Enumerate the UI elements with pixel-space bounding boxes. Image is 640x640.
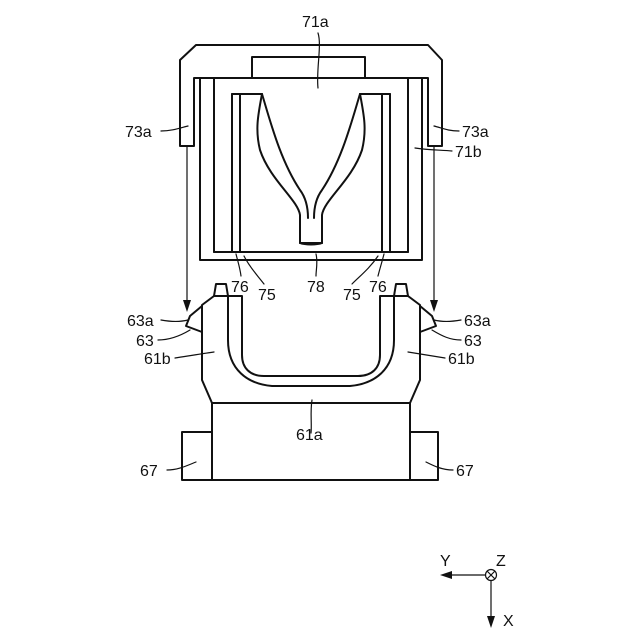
axis-indicator: Y Z X xyxy=(440,553,514,630)
cover-outer-outline xyxy=(180,45,442,146)
v-spring-left xyxy=(257,94,300,243)
top-tab xyxy=(252,57,365,78)
label-71a: 71a xyxy=(302,14,329,31)
axis-label-z: Z xyxy=(496,553,506,570)
label-63-left: 63 xyxy=(136,333,154,350)
axis-label-x: X xyxy=(503,613,514,630)
label-73a-left: 73a xyxy=(125,124,152,141)
label-61b-left: 61b xyxy=(144,351,171,368)
label-63a-right: 63a xyxy=(464,313,491,330)
inner-body-outline xyxy=(200,78,422,260)
label-61a: 61a xyxy=(296,427,323,444)
label-63a-left: 63a xyxy=(127,313,154,330)
label-76-right: 76 xyxy=(369,279,387,296)
axis-label-y: Y xyxy=(440,553,451,570)
upper-component xyxy=(180,45,442,260)
latch-left xyxy=(186,306,202,332)
label-75-right: 75 xyxy=(343,287,361,304)
label-63-right: 63 xyxy=(464,333,482,350)
v-spring-right-inner xyxy=(314,94,360,218)
label-67-right: 67 xyxy=(456,463,474,480)
label-76-left: 76 xyxy=(231,279,249,296)
u-body-inner xyxy=(228,296,394,386)
label-61b-right: 61b xyxy=(448,351,475,368)
v-spring-right xyxy=(322,94,365,243)
label-67-left: 67 xyxy=(140,463,158,480)
label-73a-right: 73a xyxy=(462,124,489,141)
v-spring-left-inner xyxy=(262,94,308,218)
label-78: 78 xyxy=(307,279,325,296)
label-75-left: 75 xyxy=(258,287,276,304)
lower-component xyxy=(182,284,438,480)
label-71b: 71b xyxy=(455,144,482,161)
